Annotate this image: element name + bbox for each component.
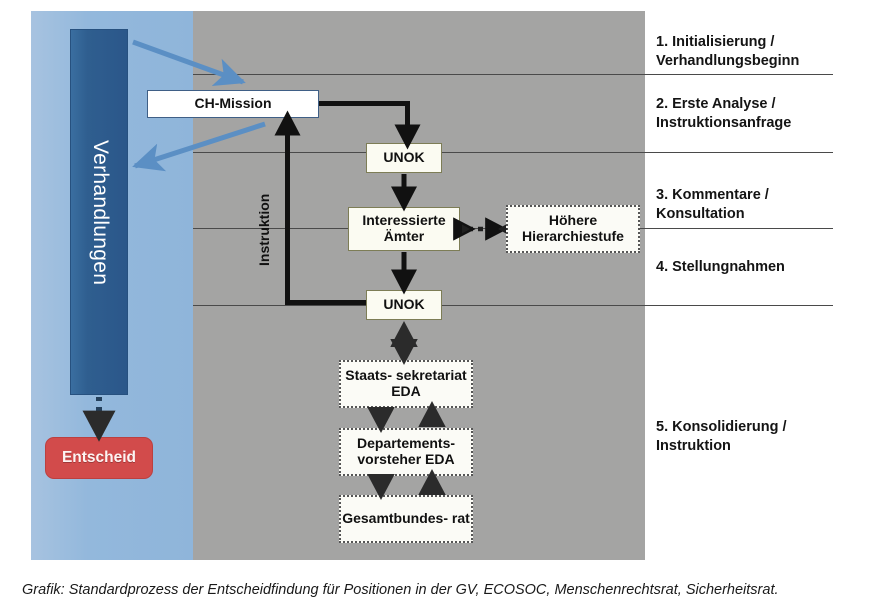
negotiation-bar: Verhandlungen	[70, 29, 128, 395]
negotiation-bar-label: Verhandlungen	[89, 140, 112, 286]
figure-caption: Grafik: Standardprozess der Entscheidfin…	[22, 582, 779, 598]
phase-divider-4	[193, 305, 833, 306]
box-hoehere-hierarchiestufe[interactable]: Höhere Hierarchiestufe	[506, 205, 640, 253]
instruktion-label: Instruktion	[256, 193, 272, 267]
box-gesamtbundesrat[interactable]: Gesamtbundes- rat	[339, 495, 473, 543]
phase-label-4: 4. Stellungnahmen	[656, 259, 785, 275]
connector-instruktion-vertical	[285, 115, 290, 305]
box-staatssekretariat-eda[interactable]: Staats- sekretariat EDA	[339, 360, 473, 408]
connector-chmission-to-unok-h	[318, 101, 410, 106]
connector-instruktion-horizontal	[285, 300, 375, 305]
box-departementsvorsteher-eda[interactable]: Departements- vorsteher EDA	[339, 428, 473, 476]
phase-label-5: 5. Konsolidierung / Instruktion	[656, 419, 787, 454]
box-interessierte-aemter[interactable]: Interessierte Ämter	[348, 207, 460, 251]
box-unok-bottom[interactable]: UNOK	[366, 290, 442, 320]
phase-label-1: 1. Initialisierung / Verhandlungsbeginn	[656, 34, 800, 69]
box-unok-top[interactable]: UNOK	[366, 143, 442, 173]
connector-chmission-to-unok-v	[405, 101, 410, 139]
box-ch-mission[interactable]: CH-Mission	[147, 90, 319, 118]
phase-label-2: 2. Erste Analyse / Instruktionsanfrage	[656, 96, 792, 131]
phase-divider-1	[193, 74, 833, 75]
phase-divider-2	[193, 152, 833, 153]
phase-label-3: 3. Kommentare / Konsultation	[656, 187, 769, 222]
decision-badge: Entscheid	[45, 437, 153, 479]
